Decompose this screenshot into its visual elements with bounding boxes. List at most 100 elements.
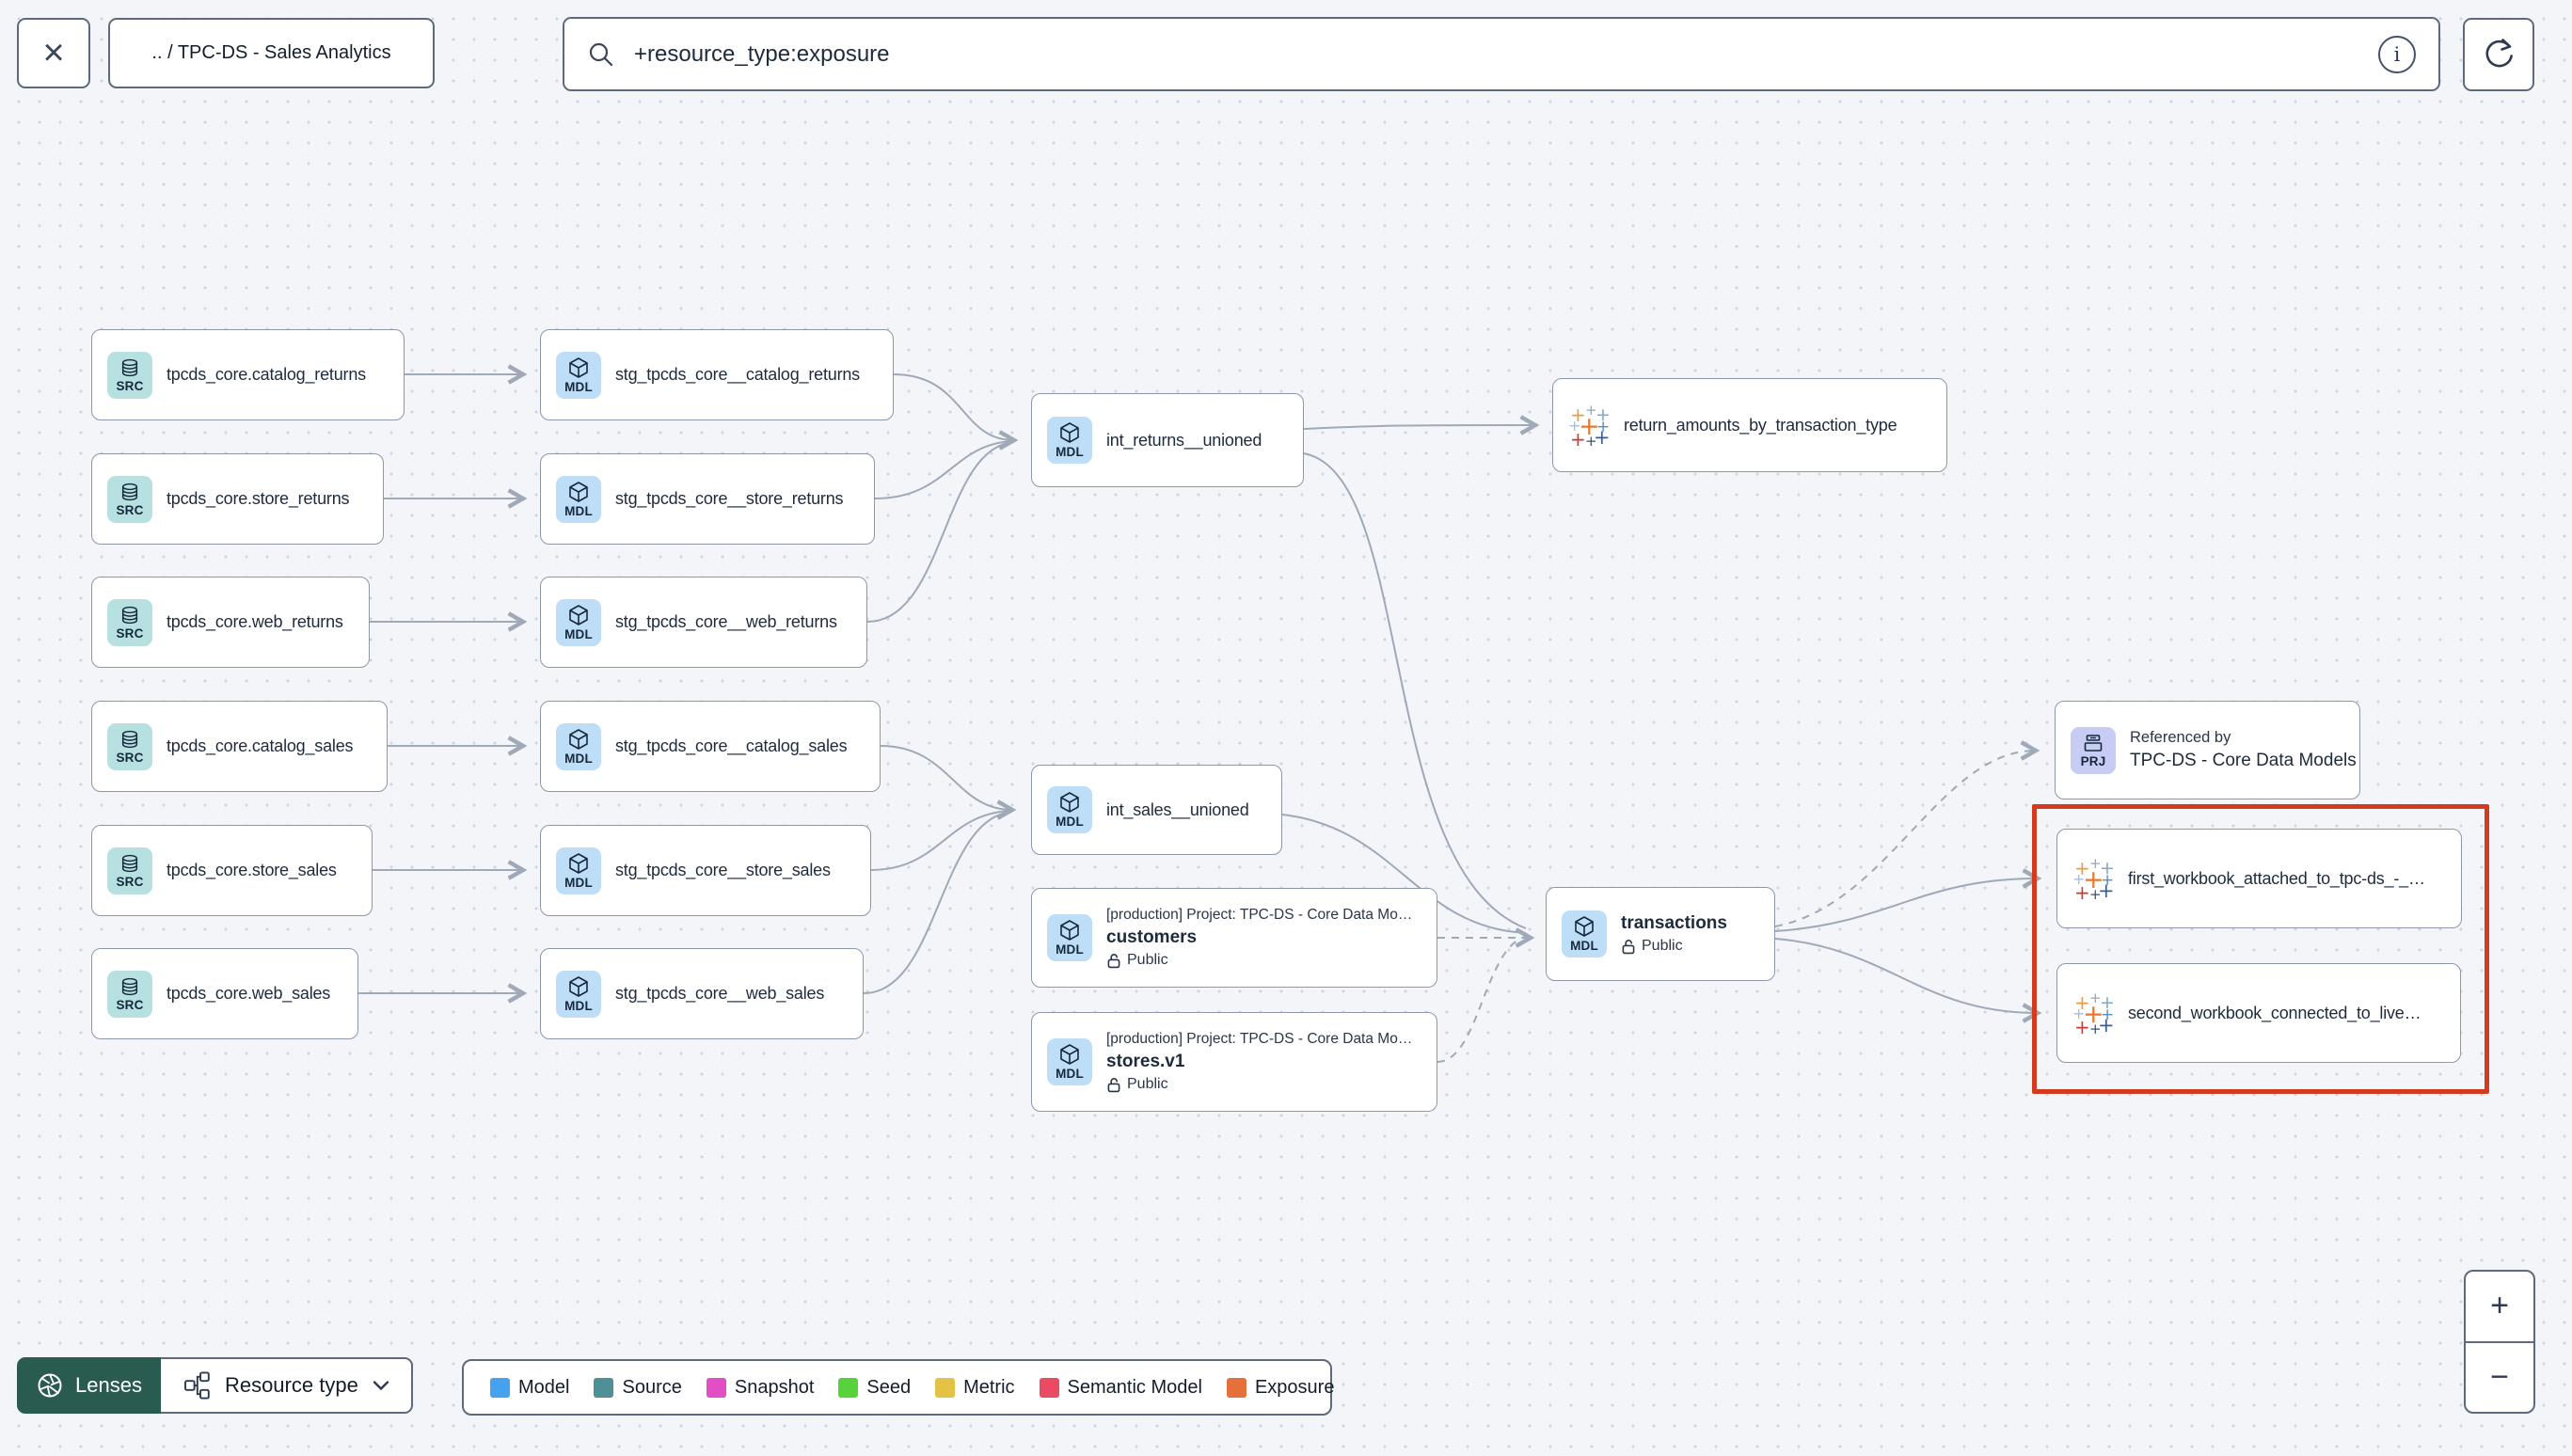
archive-box-icon	[2084, 734, 2103, 752]
node-stg-web-sales[interactable]: MDL stg_tpcds_core__web_sales	[540, 948, 864, 1039]
model-name: customers	[1106, 927, 1198, 947]
zoom-controls: + −	[2464, 1270, 2535, 1414]
access-row: Public	[1106, 1076, 1412, 1093]
database-icon	[121, 483, 138, 500]
cube-icon	[569, 975, 588, 997]
node-stg-store-returns[interactable]: MDL stg_tpcds_core__store_returns	[540, 453, 875, 545]
search-input[interactable]	[632, 40, 2361, 69]
source-swatch	[594, 1377, 614, 1398]
node-project-reference[interactable]: PRJ Referenced by TPC-DS - Core Data Mod…	[2055, 701, 2360, 799]
metric-swatch	[935, 1377, 956, 1398]
breadcrumb[interactable]: .. / TPC-DS - Sales Analytics	[108, 18, 435, 88]
cube-icon	[1060, 792, 1079, 814]
legend-item-seed: Seed	[838, 1377, 911, 1399]
zoom-in-button[interactable]: +	[2466, 1272, 2533, 1343]
node-int-returns-unioned[interactable]: MDL int_returns__unioned	[1031, 393, 1304, 487]
database-icon	[121, 358, 138, 376]
tableau-icon: + + + + + + + + +	[1568, 402, 1611, 451]
search-bar[interactable]: i	[563, 17, 2440, 91]
project-caption: [production] Project: TPC-DS - Core Data…	[1106, 1031, 1413, 1047]
cube-icon	[569, 481, 588, 502]
model-badge: MDL	[556, 847, 601, 894]
resource-type-icon	[183, 1371, 210, 1400]
source-badge: SRC	[107, 970, 152, 1018]
node-source-catalog-sales[interactable]: SRC tpcds_core.catalog_sales	[91, 701, 388, 792]
tableau-icon: + + + + + + + + +	[2072, 989, 2115, 1038]
cube-icon	[569, 852, 588, 874]
access-row: Public	[1621, 938, 1727, 955]
node-transactions[interactable]: MDL transactions Public	[1546, 887, 1775, 981]
model-badge: MDL	[1047, 417, 1092, 464]
project-name: TPC-DS - Core Data Models	[2130, 751, 2357, 770]
database-icon	[121, 977, 138, 995]
source-badge: SRC	[107, 351, 152, 399]
exposure-swatch	[1226, 1377, 1246, 1398]
refresh-button[interactable]	[2463, 18, 2534, 91]
database-icon	[121, 606, 138, 624]
cube-icon	[1060, 920, 1079, 942]
legend-item-model: Model	[490, 1377, 569, 1399]
model-badge: MDL	[1562, 910, 1607, 957]
model-badge: MDL	[1047, 786, 1092, 833]
referenced-by-caption: Referenced by	[2130, 729, 2231, 746]
node-source-store-returns[interactable]: SRC tpcds_core.store_returns	[91, 453, 384, 545]
node-source-store-sales[interactable]: SRC tpcds_core.store_sales	[91, 825, 373, 916]
node-exposure-first-workbook[interactable]: + + + + + + + + + first_workbook_attache…	[2056, 829, 2462, 928]
model-badge: MDL	[556, 598, 601, 646]
close-icon: ×	[42, 32, 65, 73]
node-stg-catalog-sales[interactable]: MDL stg_tpcds_core__catalog_sales	[540, 701, 881, 792]
node-stg-store-sales[interactable]: MDL stg_tpcds_core__store_sales	[540, 825, 871, 916]
cube-icon	[1575, 916, 1594, 938]
node-source-web-sales[interactable]: SRC tpcds_core.web_sales	[91, 948, 358, 1039]
node-source-web-returns[interactable]: SRC tpcds_core.web_returns	[91, 577, 370, 668]
project-caption: [production] Project: TPC-DS - Core Data…	[1106, 907, 1413, 923]
node-exposure-second-workbook[interactable]: + + + + + + + + + second_workbook_connec…	[2056, 963, 2461, 1063]
highlight-box	[2032, 804, 2489, 1094]
search-icon	[589, 42, 613, 66]
model-name: stores.v1	[1106, 1052, 1185, 1071]
semantic-model-swatch	[1039, 1377, 1059, 1398]
node-stg-web-returns[interactable]: MDL stg_tpcds_core__web_returns	[540, 577, 867, 668]
model-name: transactions	[1621, 913, 1727, 933]
resource-type-dropdown[interactable]: Resource type	[160, 1357, 413, 1414]
model-badge: MDL	[556, 722, 601, 770]
legend-item-snapshot: Snapshot	[706, 1377, 814, 1399]
tableau-icon: + + + + + + + + +	[2072, 855, 2115, 904]
model-badge: MDL	[556, 351, 601, 399]
legend-item-exposure: Exposure	[1226, 1377, 1334, 1399]
node-exposure-return-amounts[interactable]: + + + + + + + + + return_amounts_by_tran…	[1552, 378, 1947, 472]
node-source-catalog-returns[interactable]: SRC tpcds_core.catalog_returns	[91, 329, 405, 420]
node-stores-v1[interactable]: MDL [production] Project: TPC-DS - Core …	[1031, 1012, 1437, 1112]
legend-item-semantic-model: Semantic Model	[1039, 1377, 1202, 1399]
source-badge: SRC	[107, 847, 152, 894]
snapshot-swatch	[706, 1377, 726, 1398]
cube-icon	[569, 356, 588, 378]
node-customers[interactable]: MDL [production] Project: TPC-DS - Core …	[1031, 888, 1437, 988]
plus-icon: +	[2490, 1288, 2509, 1324]
source-badge: SRC	[107, 598, 152, 646]
lenses-control-group: Lenses Resource type	[17, 1357, 413, 1414]
database-icon	[121, 730, 138, 748]
model-badge: MDL	[556, 970, 601, 1018]
lenses-button[interactable]: Lenses	[17, 1357, 161, 1414]
minus-icon: −	[2490, 1358, 2509, 1395]
zoom-out-button[interactable]: −	[2466, 1343, 2533, 1413]
aperture-icon	[38, 1373, 62, 1398]
source-badge: SRC	[107, 475, 152, 523]
node-int-sales-unioned[interactable]: MDL int_sales__unioned	[1031, 765, 1282, 855]
node-stg-catalog-returns[interactable]: MDL stg_tpcds_core__catalog_returns	[540, 329, 894, 420]
close-button[interactable]: ×	[17, 18, 90, 88]
seed-swatch	[838, 1377, 859, 1398]
cube-icon	[569, 604, 588, 625]
legend-item-source: Source	[594, 1377, 682, 1399]
breadcrumb-label: .. / TPC-DS - Sales Analytics	[151, 42, 391, 63]
cube-icon	[1060, 422, 1079, 444]
project-badge: PRJ	[2071, 726, 2116, 774]
lock-open-icon	[1107, 1077, 1120, 1092]
model-badge: MDL	[556, 475, 601, 523]
refresh-icon	[2485, 39, 2513, 68]
cube-icon	[569, 728, 588, 750]
lock-open-icon	[1622, 939, 1635, 954]
info-icon[interactable]: i	[2378, 35, 2416, 73]
